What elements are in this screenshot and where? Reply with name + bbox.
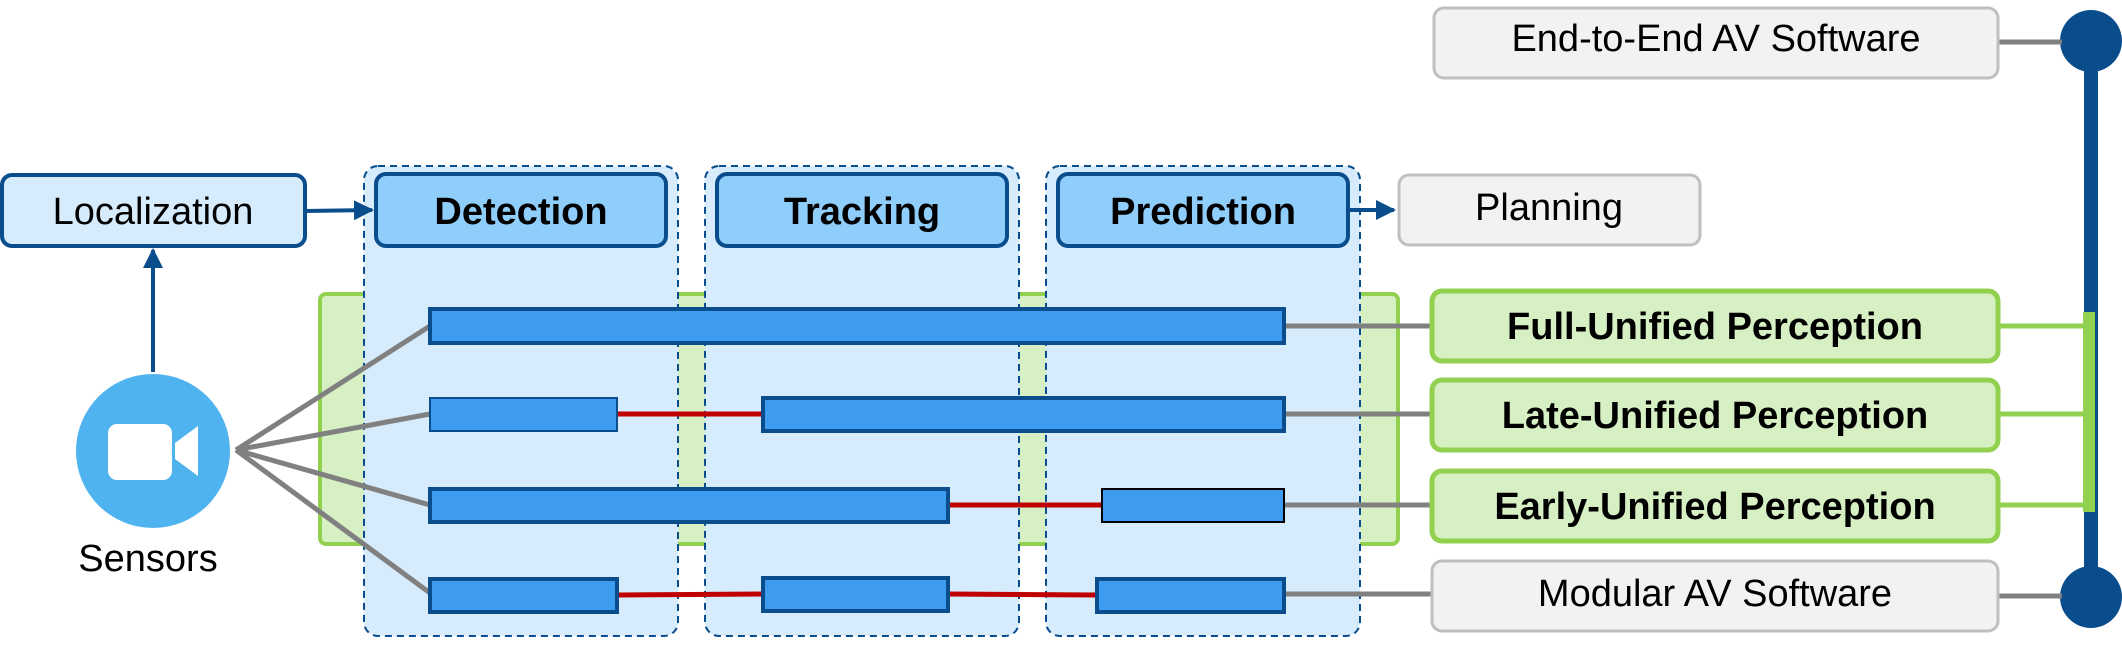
modular-label: Modular AV Software [1538, 573, 1892, 615]
late-unified-module-bar [761, 396, 1286, 433]
early-prediction-module-bar [1101, 488, 1285, 523]
sensor-line-early [235, 447, 431, 508]
sensor-line-modular [234, 447, 432, 596]
modular-connector-2 [947, 591, 1098, 598]
planning-box [1397, 173, 1702, 247]
early-unified-label: Early-Unified Perception [1494, 486, 1935, 528]
modular-prediction-module-bar [1095, 577, 1286, 614]
full-unified-box [1429, 288, 2001, 364]
late-detection-module-bar [429, 397, 618, 432]
spine-top-node [2060, 10, 2122, 72]
modular-tracking-module-bar [761, 576, 950, 613]
tracking-header: Tracking [784, 191, 940, 233]
late-unified-label: Late-Unified Perception [1502, 395, 1929, 437]
prediction-header: Prediction [1110, 191, 1296, 233]
end-to-end-box [1432, 6, 2000, 80]
detection-header: Detection [434, 191, 607, 233]
late-unified-box [1429, 377, 2001, 453]
detection-header-box [374, 172, 668, 248]
early-unified-module-bar [428, 487, 950, 524]
camera-icon [76, 374, 230, 528]
sensor-line-late [235, 411, 431, 453]
unified-spine-segment [2083, 312, 2095, 512]
end-to-end-label: End-to-End AV Software [1511, 18, 1920, 60]
full-unified-module-bar [428, 307, 1286, 345]
early-unified-box [1429, 468, 2001, 544]
modular-box [1430, 559, 2000, 633]
modular-connector-1 [616, 591, 764, 598]
tracking-header-box [715, 172, 1009, 248]
spine-bottom-node [2060, 566, 2122, 628]
modular-detection-module-bar [428, 577, 619, 614]
sensor-line-full [234, 323, 432, 453]
localization-label: Localization [53, 191, 254, 233]
localization-to-detection-arrow [304, 200, 374, 221]
planning-label: Planning [1475, 187, 1623, 229]
sensors-label: Sensors [78, 538, 217, 580]
full-unified-label: Full-Unified Perception [1507, 306, 1923, 348]
